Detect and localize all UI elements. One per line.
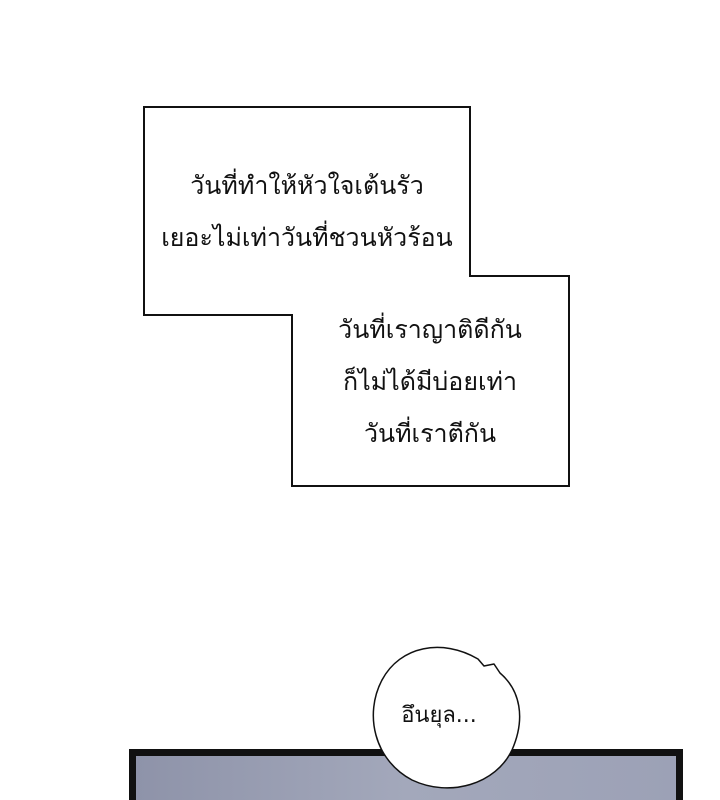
narration-line: วันที่ทำให้หัวใจเต้นรัว [190, 171, 424, 200]
narration-line: เยอะไม่เท่าวันที่ชวนหัวร้อน [161, 223, 453, 252]
narration-line: วันที่เราญาติดีกัน [338, 315, 522, 344]
speech-bubble-shape [372, 646, 521, 789]
narration-text-1: วันที่ทำให้หัวใจเต้นรัว เยอะไม่เท่าวันที… [146, 160, 468, 264]
speech-bubble-text: อึนยุล... [401, 703, 477, 728]
narration-line: วันที่เราตีกัน [363, 419, 497, 448]
narration-text-2: วันที่เราญาติดีกัน ก็ไม่ได้มีบ่อยเท่า วั… [292, 304, 568, 460]
narration-line: ก็ไม่ได้มีบ่อยเท่า [342, 367, 518, 396]
narration-caption-box [143, 106, 570, 487]
